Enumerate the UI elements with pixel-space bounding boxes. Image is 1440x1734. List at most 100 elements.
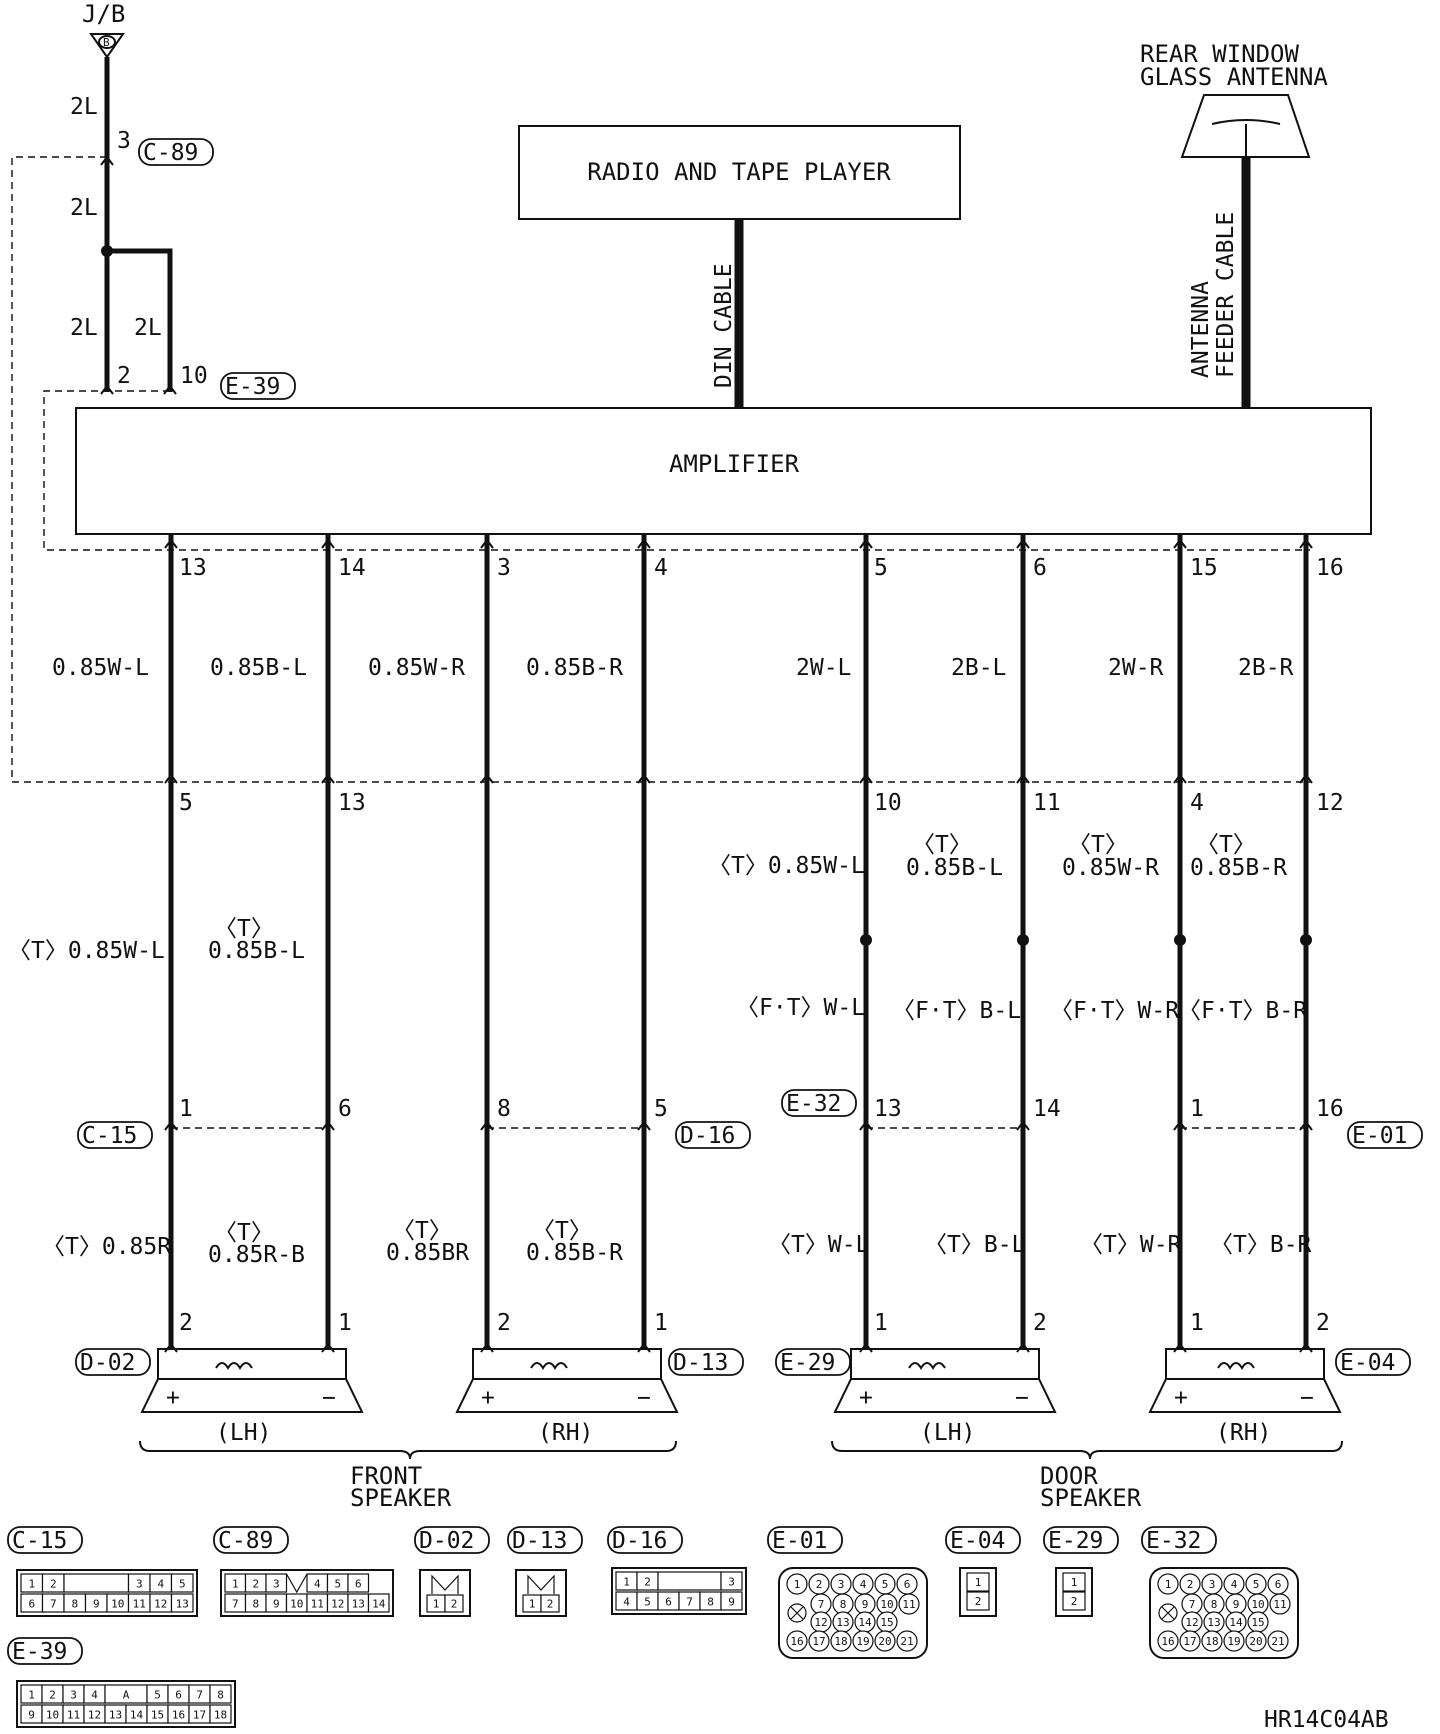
c89-pin-13: 13	[338, 790, 366, 816]
tag-e32-label: E-32	[786, 1091, 841, 1117]
pinout-e01-cell	[896, 1630, 918, 1652]
front-rh-minus-sign: −	[637, 1385, 651, 1411]
door-group-label-1: DOOR	[1040, 1462, 1098, 1490]
pinout-e32-pin: 7	[1189, 1598, 1196, 1611]
jb-pin: B	[103, 36, 110, 49]
door-lh-minus-sign: −	[1015, 1385, 1029, 1411]
pinout-e29-pin: 1	[1071, 1576, 1078, 1589]
splice-door-lh-plus	[860, 934, 872, 946]
pinout-e39-pin: 1	[28, 1688, 35, 1701]
d02-pin-2: 2	[179, 1310, 193, 1336]
pinout-d02-cell	[444, 1594, 464, 1613]
antenna-label-1: REAR WINDOW	[1140, 40, 1299, 68]
pinout-d16-pin: 5	[644, 1595, 651, 1608]
pin-e39-2: 2	[117, 363, 131, 389]
amp-pin-14: 14	[338, 555, 366, 581]
pinout-c89-pin: 7	[232, 1597, 239, 1610]
door-lh-plus-sign: +	[859, 1385, 873, 1411]
speaker-front-rh	[455, 1348, 679, 1413]
legend-c15: C-15	[12, 1528, 67, 1554]
tag-d16	[675, 1121, 751, 1149]
pinout-c89-pin: 5	[334, 1577, 341, 1590]
wire-label-2l-4: 2L	[134, 315, 162, 341]
pinout-e39-cell	[209, 1684, 232, 1704]
c89-pin-4: 4	[1190, 790, 1204, 816]
wire-terminal-mark	[163, 384, 177, 395]
pinout-e32-pin: 17	[1183, 1635, 1196, 1648]
d13-pin-2: 2	[497, 1310, 511, 1336]
wire-label-2l-2: 2L	[70, 195, 98, 221]
pinout-d02-key	[431, 1574, 459, 1594]
wire-terminal-mark	[480, 773, 494, 784]
pinout-c15-pin: 9	[93, 1597, 100, 1610]
d13-pin-1: 1	[654, 1310, 668, 1336]
t-wire-door-rh-plus: 0.85W-R	[1062, 855, 1159, 881]
pinout-d16-pin: 4	[623, 1595, 630, 1608]
wire-terminal-mark	[859, 773, 873, 784]
wire-terminal-mark	[1299, 1120, 1313, 1131]
tag-d02	[75, 1348, 151, 1376]
splice-door-rh-minus	[1300, 934, 1312, 946]
tag-c15-label: C-15	[82, 1123, 137, 1149]
ft-wire-b-l: 〈F·T〉B-L	[892, 998, 1021, 1024]
door-rh-plus-sign: +	[1174, 1385, 1188, 1411]
amp-pin-15: 15	[1190, 555, 1218, 581]
pinout-e29-cell	[1062, 1591, 1086, 1611]
pinout-c15-pin: 8	[71, 1597, 78, 1610]
pinout-e32-pin: 3	[1209, 1578, 1216, 1591]
pinout-e29: 12	[1055, 1567, 1093, 1617]
door-speaker-lh-label: (LH)	[920, 1420, 975, 1446]
pinout-c15-pin: 4	[157, 1577, 164, 1590]
t-wire-front-lh-plus: 〈T〉0.85W-L	[8, 938, 165, 964]
wire-label-2l-1: 2L	[70, 94, 98, 120]
pinout-c89-pin: 13	[352, 1597, 365, 1610]
legend-e04: E-04	[950, 1528, 1005, 1554]
e32-pin-13: 13	[874, 1096, 902, 1122]
pinout-e32-pin: 4	[1231, 1578, 1238, 1591]
wire-terminal-mark	[321, 1120, 335, 1131]
ft-wire-b-r: 〈F·T〉B-R	[1178, 998, 1307, 1024]
amp-pin-6: 6	[1033, 555, 1047, 581]
pinout-e01-cell	[786, 1630, 808, 1652]
tag-c89	[138, 138, 214, 166]
pinout-e32-cell	[1267, 1630, 1289, 1652]
lower-wire-0-85br-tag: 〈T〉	[392, 1218, 452, 1244]
wire-color-0-85b-l: 0.85B-L	[210, 655, 307, 681]
pinout-d16-key	[657, 1571, 722, 1591]
pinout-e32-pin: 16	[1161, 1635, 1174, 1648]
wire-terminal-mark	[480, 1120, 494, 1131]
tag-e29-label: E-29	[780, 1350, 835, 1376]
pinout-e32-pin: 12	[1185, 1616, 1198, 1629]
wire-terminal-mark	[321, 538, 335, 549]
wire-terminal-mark	[637, 538, 651, 549]
pinout-c15-pin: 7	[50, 1597, 57, 1610]
wire-terminal-mark	[1016, 1120, 1030, 1131]
t-wire-front-lh-minus-tag: 〈T〉	[214, 916, 274, 942]
pinout-c15-pin: 6	[28, 1597, 35, 1610]
wire-terminal-mark	[480, 1342, 494, 1353]
tag-d13	[668, 1348, 744, 1376]
pinout-e39-pin: 5	[154, 1688, 161, 1701]
wire-terminal-mark	[637, 773, 651, 784]
pinout-c89-pin: 11	[311, 1597, 324, 1610]
pinout-c89-pin: 3	[273, 1577, 280, 1590]
pinout-e01-pin: 19	[856, 1635, 869, 1648]
wire-color-0-85w-r: 0.85W-R	[368, 655, 465, 681]
pinout-e04-cell	[966, 1591, 990, 1611]
lower-wire-b-l: 〈T〉B-L	[924, 1232, 1025, 1258]
amp-pin-3: 3	[497, 555, 511, 581]
pinout-c89-pin: 12	[331, 1597, 344, 1610]
pinout-e01-pin: 5	[882, 1578, 889, 1591]
t-wire-front-lh-minus: 0.85B-L	[208, 938, 305, 964]
pinout-e32-pin: 11	[1273, 1598, 1286, 1611]
ft-wire-w-l: 〈F·T〉W-L	[736, 995, 865, 1021]
front-lh-minus-sign: −	[322, 1385, 336, 1411]
pinout-e32-pin: 18	[1205, 1635, 1218, 1648]
pinout-c89-key	[285, 1573, 308, 1594]
front-speaker-brace	[139, 1440, 677, 1460]
front-speaker-lh-label: (LH)	[216, 1420, 271, 1446]
pinout-c89-pin: 8	[252, 1597, 259, 1610]
